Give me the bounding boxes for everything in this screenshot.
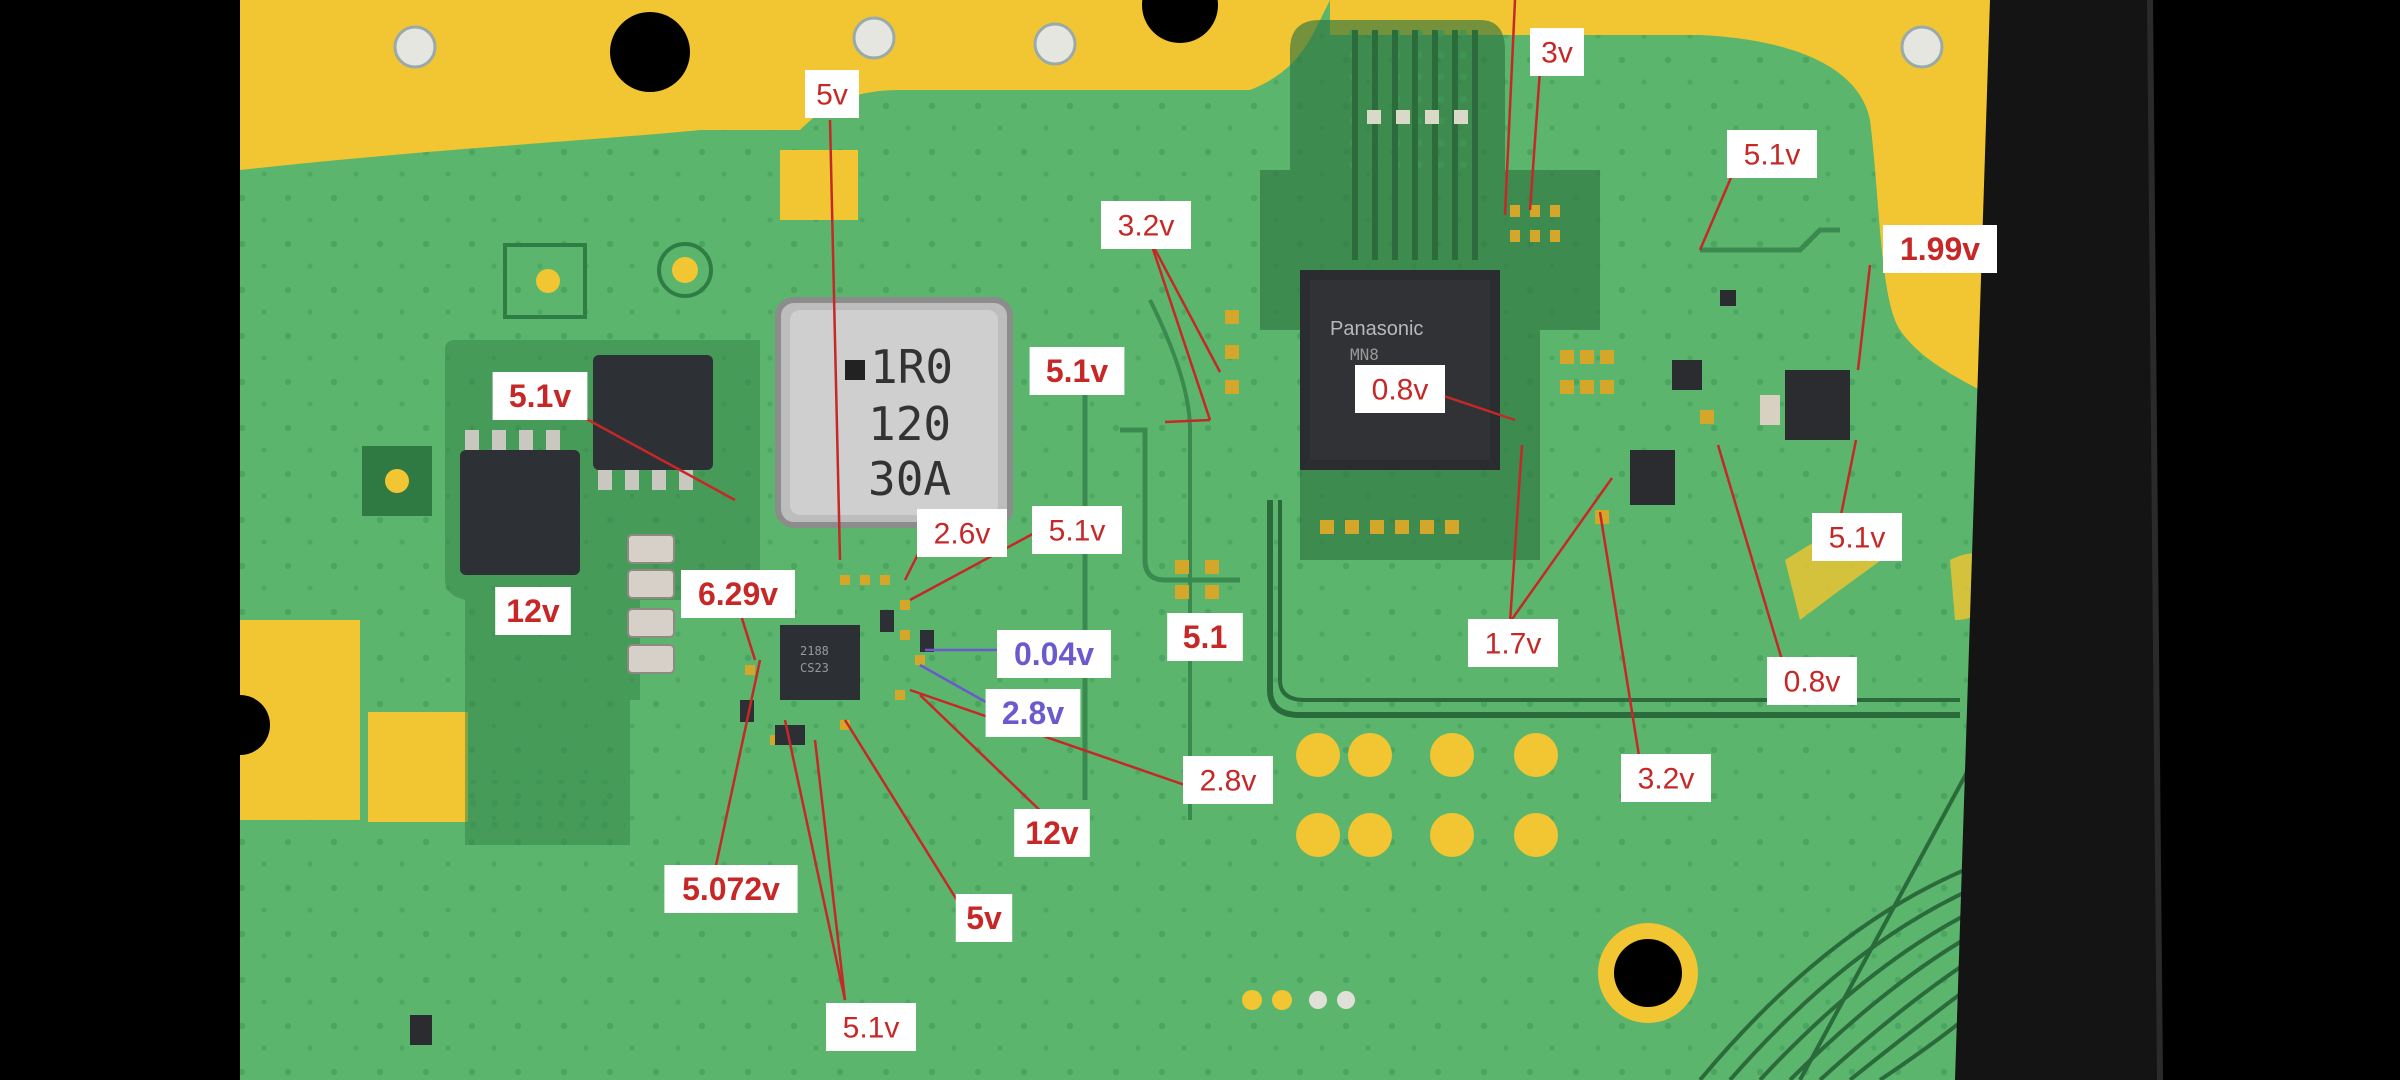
voltage-label-text: 5v	[816, 79, 848, 112]
voltage-label-text: 5.1v	[843, 1012, 900, 1045]
voltage-label-box	[1530, 28, 1584, 76]
voltage-label: 5.1v	[1029, 347, 1125, 395]
voltage-label-box	[1355, 365, 1445, 413]
voltage-label: 12v	[1014, 809, 1090, 857]
voltage-label-box	[495, 587, 571, 635]
voltage-label-box	[985, 689, 1081, 737]
voltage-label: 5.1v	[1032, 506, 1122, 554]
voltage-label-box	[1468, 619, 1558, 667]
capacitor-column	[627, 534, 675, 674]
circuit-board: 1R0 120 30A 2188 CS23 Panasonic MN8	[210, 0, 2022, 1080]
voltage-label: 2.8v	[1183, 756, 1273, 804]
voltage-label-text: 12v	[506, 593, 560, 629]
voltage-label: 1.99v	[1883, 225, 1997, 273]
inductor-marking-2: 120	[868, 397, 951, 451]
voltage-label: 2.8v	[985, 689, 1081, 737]
voltage-label-box	[492, 372, 588, 420]
voltage-label-text: 5v	[966, 900, 1002, 936]
voltage-label-box	[1014, 809, 1090, 857]
mosfet	[460, 450, 580, 575]
voltage-label-box	[664, 865, 798, 913]
voltage-label: 0.04v	[997, 630, 1111, 678]
voltage-label-text: 5.1v	[1829, 522, 1886, 555]
svg-text:CS23: CS23	[800, 661, 829, 675]
inductor: 1R0 120 30A	[775, 297, 1013, 528]
voltage-label: 5.1	[1167, 613, 1243, 661]
voltage-label-text: 1.99v	[1900, 231, 1980, 267]
voltage-label: 5v	[955, 894, 1013, 942]
voltage-label-box	[955, 894, 1013, 942]
voltage-label-text: 5.1v	[1049, 515, 1106, 548]
voltage-label-box	[826, 1003, 916, 1051]
voltage-label-box	[681, 570, 795, 618]
voltage-label: 5.1v	[1812, 513, 1902, 561]
voltage-label: 3v	[1530, 28, 1584, 76]
small-ic	[1630, 450, 1675, 505]
voltage-label: 5v	[805, 70, 859, 118]
voltage-label-text: 5.072v	[682, 871, 780, 907]
voltage-label-text: 12v	[1025, 815, 1079, 851]
voltage-label: 6.29v	[681, 570, 795, 618]
voltage-label-box	[1812, 513, 1902, 561]
voltage-label-text: 3.2v	[1638, 763, 1695, 796]
voltage-label: 12v	[495, 587, 571, 635]
voltage-label-text: 6.29v	[698, 576, 778, 612]
voltage-label-text: 5.1v	[1744, 139, 1801, 172]
voltage-label: 5.072v	[664, 865, 798, 913]
voltage-label-box	[1183, 756, 1273, 804]
voltage-label-text: 2.6v	[934, 518, 991, 551]
voltage-label: 1.7v	[1468, 619, 1558, 667]
mounting-hole	[610, 12, 690, 92]
voltage-label-box	[805, 70, 859, 118]
voltage-label-text: 5.1	[1183, 619, 1227, 655]
voltage-label: 3.2v	[1621, 754, 1711, 802]
voltage-label: 5.1v	[492, 372, 588, 420]
voltage-label-text: 0.04v	[1014, 636, 1094, 672]
voltage-label: 0.8v	[1767, 657, 1857, 705]
voltage-label-box	[1101, 201, 1191, 249]
voltage-labels: 5v 3v 5.1v 1.99v 3.2v 5.1v 5.1v 0.8v 2.6v 5.1v 12v…	[492, 28, 1997, 1051]
voltage-label-text: 2.8v	[1002, 695, 1064, 731]
voltage-label-box	[997, 630, 1111, 678]
voltage-label: 0.8v	[1355, 365, 1445, 413]
voltage-label-box	[1727, 130, 1817, 178]
voltage-label-box	[1621, 754, 1711, 802]
voltage-label-box	[1032, 506, 1122, 554]
pwm-controller-ic: 2188 CS23	[780, 625, 860, 700]
voltage-label: 2.6v	[917, 509, 1007, 557]
voltage-label-text: 0.8v	[1372, 374, 1429, 407]
voltage-label: 5.1v	[1727, 130, 1817, 178]
panasonic-brand-text: Panasonic	[1330, 318, 1423, 340]
inductor-marking-3: 30A	[868, 452, 951, 506]
svg-text:2188: 2188	[800, 644, 829, 658]
voltage-label-box	[1029, 347, 1125, 395]
voltage-label-box	[1767, 657, 1857, 705]
voltage-label: 3.2v	[1101, 201, 1191, 249]
small-ic	[1785, 370, 1850, 440]
mounting-hole	[1614, 939, 1682, 1007]
voltage-label-text: 2.8v	[1200, 765, 1257, 798]
voltage-label: 5.1v	[826, 1003, 916, 1051]
voltage-label-text: 5.1v	[509, 378, 571, 414]
voltage-label-box	[917, 509, 1007, 557]
voltage-label-text: 3v	[1541, 37, 1573, 70]
voltage-label-box	[1883, 225, 1997, 273]
voltage-label-text: 3.2v	[1118, 210, 1175, 243]
inductor-marking-1: 1R0	[870, 340, 953, 394]
voltage-label-text: 0.8v	[1784, 666, 1841, 699]
voltage-label-text: 5.1v	[1046, 353, 1108, 389]
voltage-label-text: 1.7v	[1485, 628, 1542, 661]
voltage-label-box	[1167, 613, 1243, 661]
mosfet	[593, 355, 713, 470]
panasonic-model-text: MN8	[1350, 345, 1379, 364]
